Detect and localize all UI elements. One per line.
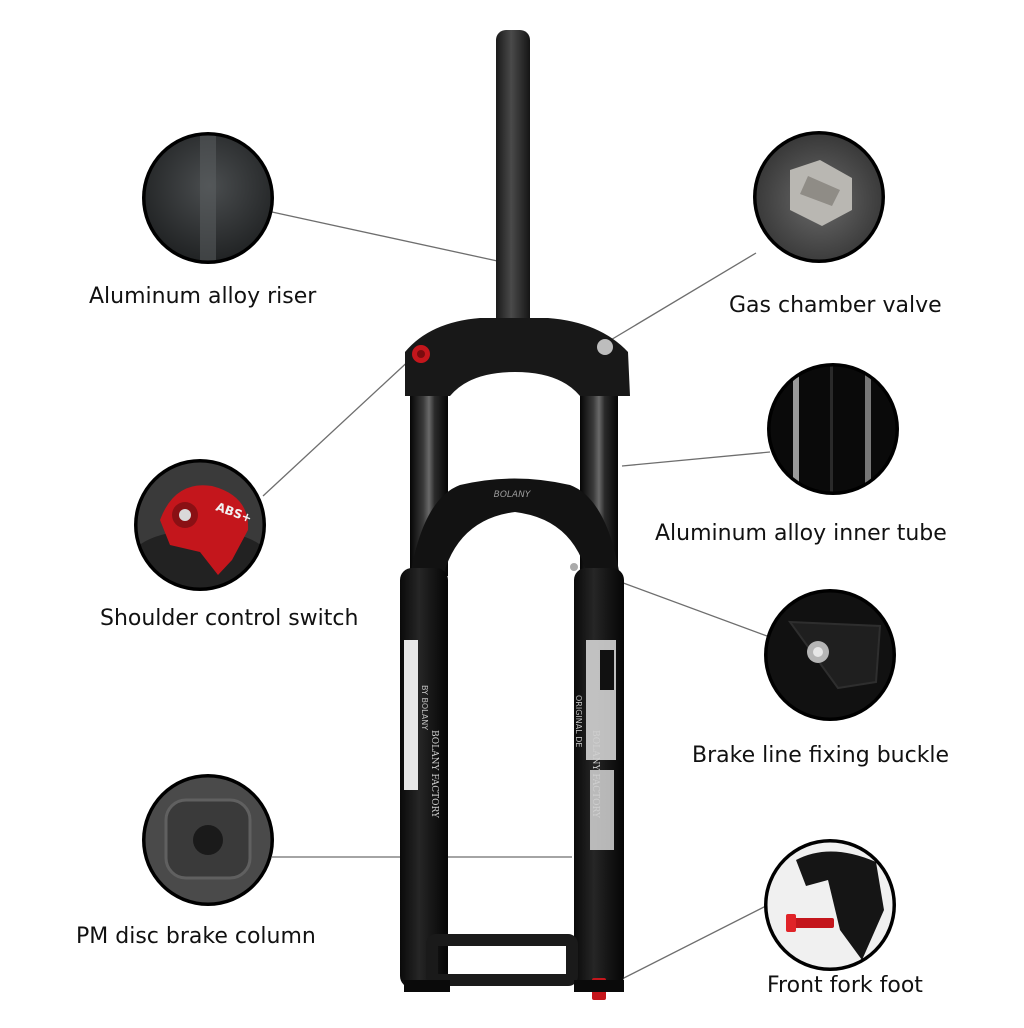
label-switch: Shoulder control switch: [100, 606, 359, 631]
fork-factory-text-right: BOLANY FACTORY: [590, 730, 600, 819]
label-riser: Aluminum alloy riser: [89, 284, 317, 309]
label-inner-tube: Aluminum alloy inner tube: [655, 521, 947, 546]
fork-brand-text: BOLANY: [494, 490, 532, 500]
fork-arch: [408, 478, 622, 590]
detail-circle-foot: [764, 839, 896, 971]
detail-circle-riser: [142, 132, 274, 264]
label-valve: Gas chamber valve: [729, 293, 942, 318]
steerer-tube: [496, 30, 530, 335]
fork-crown: [405, 318, 630, 396]
label-disc: PM disc brake column: [76, 924, 316, 949]
label-foot: Front fork foot: [767, 973, 923, 998]
detail-circle-disc: [142, 774, 274, 906]
fork-by-text-left: BY BOLANY: [420, 685, 429, 730]
crown-valve-cap: [597, 339, 613, 355]
fork-original-text: ORIGINAL DE: [574, 695, 583, 747]
fork-factory-text-left: BOLANY FACTORY: [429, 730, 439, 819]
detail-circle-valve: [753, 131, 885, 263]
leader-line-inner-tube: [621, 451, 771, 467]
disc-mount: [426, 934, 578, 986]
detail-circle-inner-tube: [767, 363, 899, 495]
leader-line-foot: [609, 904, 769, 986]
leader-line-switch: [262, 355, 415, 497]
fork-body: [400, 30, 630, 1000]
buckle-screw: [570, 563, 578, 571]
leader-line-riser: [271, 211, 503, 263]
label-buckle: Brake line fixing buckle: [692, 743, 950, 768]
detail-circle-switch: ABS+: [134, 459, 266, 591]
leader-line-valve: [603, 252, 757, 345]
detail-circle-buckle: [764, 589, 896, 721]
